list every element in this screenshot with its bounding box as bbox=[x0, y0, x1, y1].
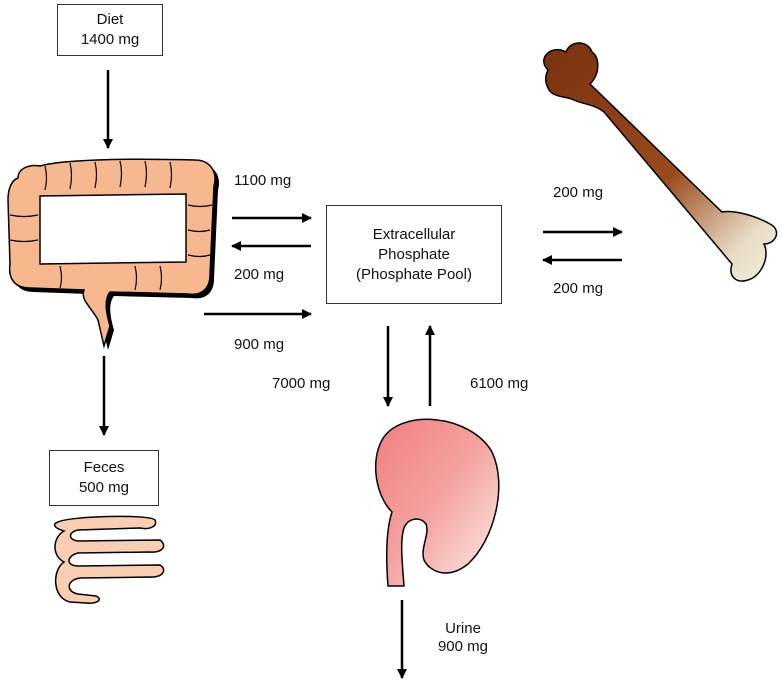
diet-label: Diet bbox=[96, 11, 124, 28]
bone-icon bbox=[543, 42, 778, 282]
feces-amount: 500 mg bbox=[78, 479, 130, 496]
label-pool-to-kidney: 7000 mg bbox=[272, 375, 331, 392]
diet-amount: 1400 mg bbox=[80, 31, 140, 48]
feces-box: Feces 500 mg bbox=[49, 450, 159, 506]
label-bone-to-pool: 200 mg bbox=[553, 280, 604, 297]
label-kidney-to-pool: 6100 mg bbox=[470, 375, 529, 392]
urine-label: Urine 900 mg bbox=[428, 620, 498, 656]
kidney-icon bbox=[374, 418, 500, 587]
flow-arrows bbox=[99, 70, 623, 679]
colon-icon bbox=[7, 158, 220, 350]
feces-label: Feces bbox=[83, 459, 125, 476]
label-net-absorption: 900 mg bbox=[234, 336, 285, 353]
stool-icon bbox=[53, 515, 165, 604]
pool-line-2: Phosphate bbox=[378, 245, 450, 263]
label-pool-to-bone: 200 mg bbox=[553, 184, 604, 201]
pool-line-1: Extracellular bbox=[372, 225, 456, 243]
phosphate-pool-box: Extracellular Phosphate (Phosphate Pool) bbox=[326, 205, 502, 304]
diet-box: Diet 1400 mg bbox=[57, 4, 163, 56]
label-pool-to-gut: 200 mg bbox=[234, 266, 285, 283]
urine-amount: 900 mg bbox=[437, 638, 489, 655]
pool-line-3: (Phosphate Pool) bbox=[356, 265, 472, 283]
urine-title: Urine bbox=[445, 620, 481, 637]
label-gut-to-pool: 1100 mg bbox=[234, 172, 292, 189]
